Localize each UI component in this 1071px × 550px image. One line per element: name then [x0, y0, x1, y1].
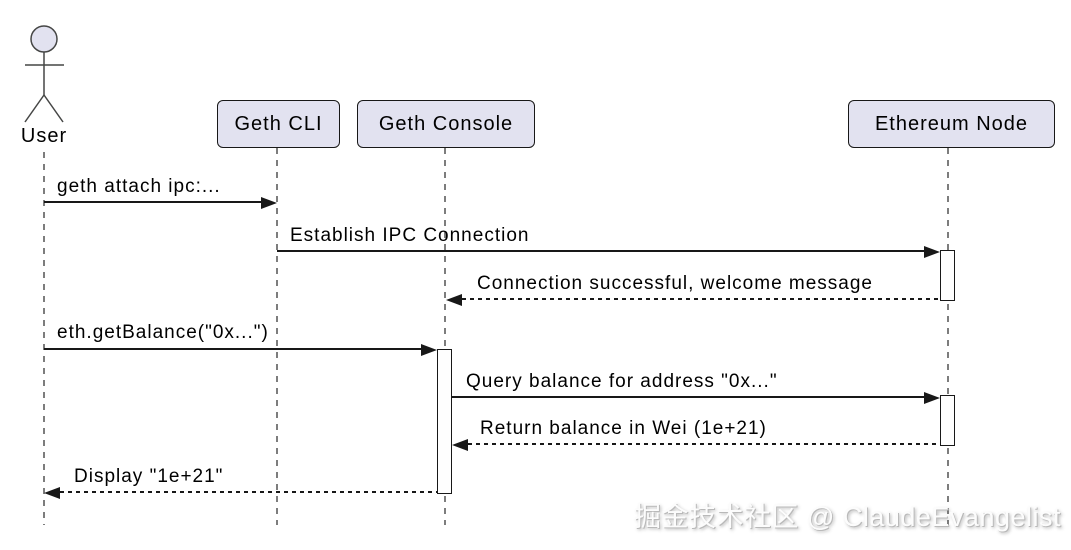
message-3-arrowhead: [446, 294, 462, 306]
activation-ethereum-node-2: [940, 395, 955, 446]
participant-geth-cli-label: Geth CLI: [234, 112, 323, 135]
activation-geth-console: [437, 349, 452, 494]
message-4-line: [44, 348, 421, 350]
message-7-label: Display "1e+21": [74, 466, 224, 487]
participant-geth-cli: Geth CLI: [217, 100, 340, 148]
message-7-line: [60, 491, 437, 493]
lifeline-ethereum-node: [947, 148, 949, 525]
message-4-label: eth.getBalance("0x..."): [57, 322, 269, 343]
message-2-label: Establish IPC Connection: [290, 225, 530, 246]
message-7-arrowhead: [44, 487, 60, 499]
message-3-line: [462, 298, 940, 300]
lifeline-geth-cli: [276, 148, 278, 525]
participant-ethereum-node-label: Ethereum Node: [874, 112, 1029, 135]
participant-geth-console-label: Geth Console: [378, 112, 514, 135]
message-1-arrowhead: [261, 197, 277, 209]
message-6-arrowhead: [452, 439, 468, 451]
lifeline-geth-console: [444, 148, 446, 525]
message-4-arrowhead: [421, 344, 437, 356]
message-1-line: [44, 201, 261, 203]
participant-geth-console: Geth Console: [357, 100, 535, 148]
actor-user-label: User: [20, 125, 68, 147]
message-5-arrowhead: [924, 392, 940, 404]
watermark-text: 掘金技术社区 @ ClaudeEvangelist: [633, 502, 1061, 532]
message-6-label: Return balance in Wei (1e+21): [480, 418, 767, 439]
actor-user-icon: [24, 25, 64, 123]
message-5-line: [452, 396, 924, 398]
message-5-label: Query balance for address "0x...": [466, 371, 778, 392]
message-6-line: [468, 443, 940, 445]
participant-ethereum-node: Ethereum Node: [848, 100, 1055, 148]
message-1-label: geth attach ipc:...: [57, 176, 221, 197]
activation-ethereum-node-1: [940, 250, 955, 301]
message-3-label: Connection successful, welcome message: [477, 273, 874, 294]
message-2-line: [277, 250, 924, 252]
lifeline-user: [43, 152, 45, 525]
message-2-arrowhead: [924, 246, 940, 258]
